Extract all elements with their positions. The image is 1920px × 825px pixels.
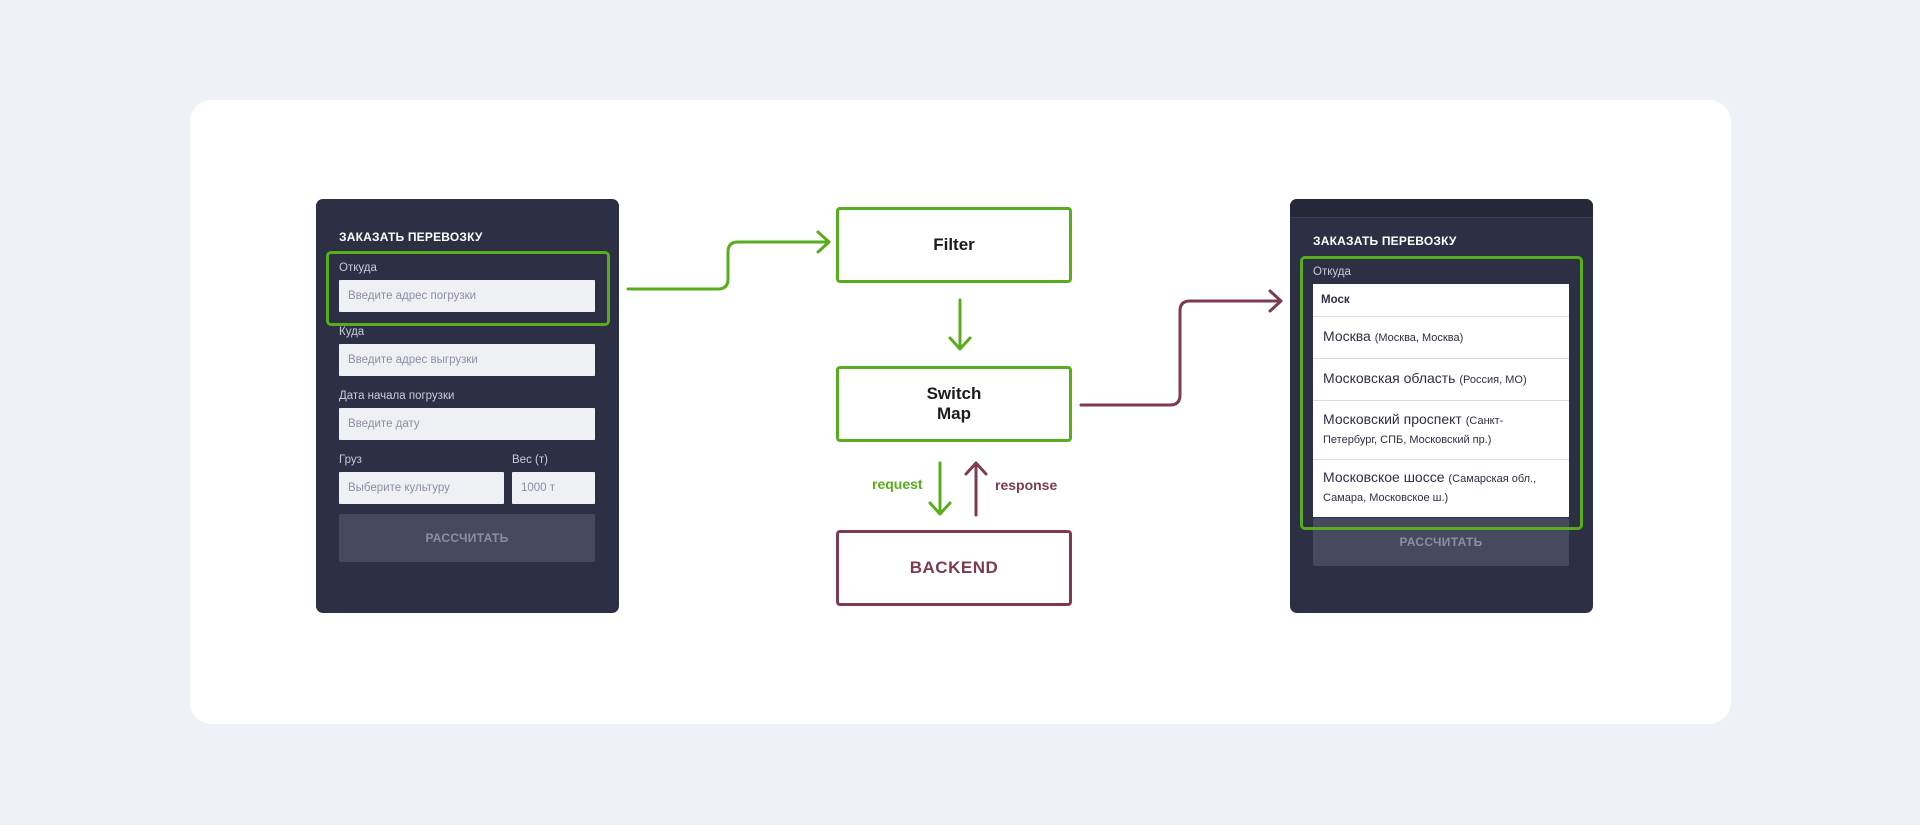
filter-label: Filter	[933, 235, 975, 254]
cargo-select[interactable]: Выберите культуру	[339, 472, 504, 504]
suggestion-item[interactable]: Москва (Москва, Москва)	[1313, 317, 1569, 359]
suggestion-detail-cont: Петербург, СПБ, Московский пр.)	[1323, 434, 1492, 446]
switch-map-box: Switch Map	[836, 366, 1072, 442]
switchmap-to-result-arrowhead	[1268, 289, 1283, 313]
suggestion-detail: (Самарская обл.,	[1448, 473, 1537, 485]
form-to-filter-arrowhead	[816, 230, 831, 254]
to-input[interactable]: Введите адрес выгрузки	[339, 344, 595, 376]
switch-map-label-line1: Switch	[926, 384, 982, 403]
suggestion-item[interactable]: Московское шоссе (Самарская обл., Самара…	[1313, 460, 1569, 516]
from-field-highlight	[326, 251, 610, 326]
suggestion-name: Московское шоссе	[1323, 469, 1445, 485]
switchmap-to-result-arrow	[1079, 299, 1282, 407]
suggestion-detail: (Санкт-	[1465, 415, 1504, 427]
result-from-label: Откуда	[1313, 266, 1351, 278]
suggestion-item[interactable]: Московский проспект (Санкт- Петербург, С…	[1313, 401, 1569, 460]
panel-top-strip	[1290, 199, 1593, 218]
cargo-label: Груз	[339, 454, 362, 466]
response-label: response	[995, 477, 1058, 493]
weight-label: Вес (т)	[512, 454, 548, 466]
suggestion-item[interactable]: Московская область (Россия, МО)	[1313, 359, 1569, 401]
result-calculate-button[interactable]: РАССЧИТАТЬ	[1313, 518, 1569, 566]
response-arrowhead	[964, 461, 988, 476]
suggestion-detail-cont: Самара, Московское ш.)	[1323, 492, 1449, 504]
request-label: request	[872, 476, 923, 492]
suggestion-name: Московский проспект	[1323, 411, 1462, 427]
suggestion-detail: (Москва, Москва)	[1374, 332, 1464, 344]
suggestion-name: Московская область	[1323, 370, 1456, 386]
filter-to-switchmap-arrowhead	[948, 336, 972, 351]
request-arrowhead	[928, 501, 952, 516]
autocomplete-highlight	[1300, 256, 1583, 530]
weight-input[interactable]: 1000 т	[512, 472, 595, 504]
autocomplete-query-input[interactable]: Моск	[1313, 284, 1569, 317]
backend-label: BACKEND	[909, 558, 999, 577]
from-label: Откуда	[339, 262, 377, 274]
backend-box: BACKEND	[836, 530, 1072, 606]
from-input[interactable]: Введите адрес погрузки	[339, 280, 595, 312]
suggestion-name: Москва	[1323, 328, 1371, 344]
result-form-title: ЗАКАЗАТЬ ПЕРЕВОЗКУ	[1313, 234, 1457, 248]
to-label: Куда	[339, 326, 365, 338]
date-label: Дата начала погрузки	[339, 390, 455, 402]
switch-map-label-line2: Map	[937, 404, 971, 423]
form-to-filter-arrow	[626, 240, 830, 291]
suggestion-detail: (Россия, МО)	[1459, 374, 1527, 386]
filter-box: Filter	[836, 207, 1072, 283]
order-form-title: ЗАКАЗАТЬ ПЕРЕВОЗКУ	[339, 230, 483, 244]
date-input[interactable]: Введите дату	[339, 408, 595, 440]
calculate-button[interactable]: РАССЧИТАТЬ	[339, 514, 595, 562]
suggestions-dropdown: Моск Москва (Москва, Москва) Московская …	[1313, 284, 1569, 517]
